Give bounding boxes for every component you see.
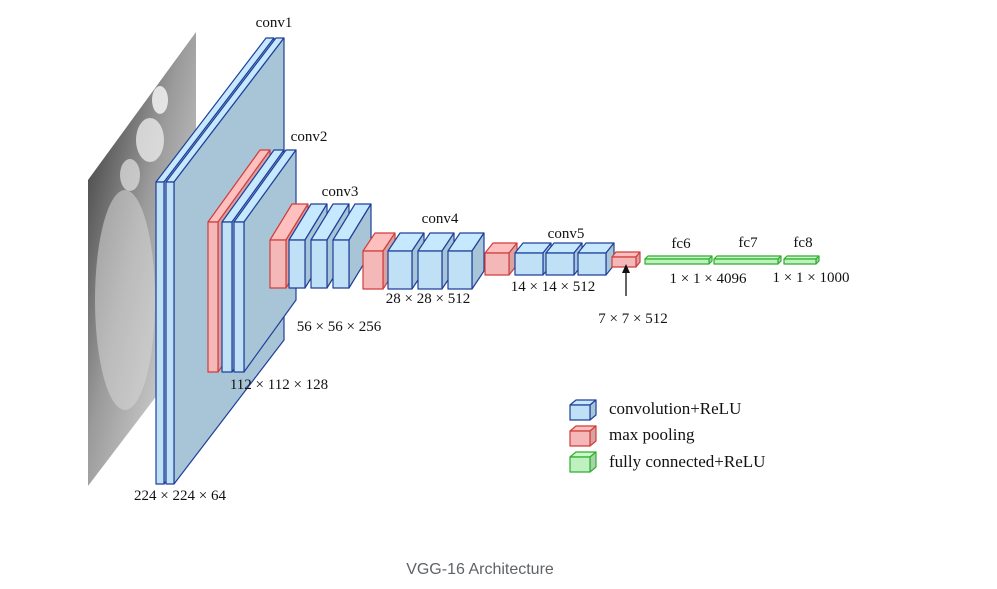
legend-item-conv: convolution+ReLU xyxy=(569,399,741,421)
legend-swatch-conv xyxy=(569,399,597,421)
label-conv4: conv4 xyxy=(422,211,459,227)
label-conv5: conv5 xyxy=(548,226,585,242)
dims-fc8: 1 × 1 × 1000 xyxy=(773,270,850,286)
label-fc7: fc7 xyxy=(738,235,758,251)
fc8-layer xyxy=(783,255,820,265)
label-conv1: conv1 xyxy=(256,15,293,31)
dims-fc6-fc7: 1 × 1 × 4096 xyxy=(670,271,747,287)
dims-conv2: 112 × 112 × 128 xyxy=(230,377,328,393)
dims-conv1: 224 × 224 × 64 xyxy=(134,488,226,504)
fc7-layer xyxy=(713,255,782,265)
pool4-layer xyxy=(484,242,518,276)
dims-pool5: 7 × 7 × 512 xyxy=(598,311,667,327)
fc6-layer xyxy=(644,255,713,265)
legend-label-conv: convolution+ReLU xyxy=(609,399,741,418)
dims-conv3: 56 × 56 × 256 xyxy=(297,319,382,335)
legend-swatch-pool xyxy=(569,425,597,447)
figure-caption: VGG-16 Architecture xyxy=(406,561,554,578)
conv3-layer-3 xyxy=(332,203,372,289)
conv4-layer-3 xyxy=(447,232,485,290)
conv5-layer-3 xyxy=(577,242,615,276)
label-conv3: conv3 xyxy=(322,184,359,200)
dims-conv5: 14 × 14 × 512 xyxy=(511,279,595,295)
label-fc6: fc6 xyxy=(671,236,691,252)
label-fc8: fc8 xyxy=(793,235,812,251)
conv5-layer-2 xyxy=(545,242,583,276)
dims-conv4: 28 × 28 × 512 xyxy=(386,291,470,307)
legend-swatch-conv-cube xyxy=(569,399,597,421)
legend-label-fc: fully connected+ReLU xyxy=(609,452,765,471)
legend-label-pool: max pooling xyxy=(609,425,695,444)
legend-swatch-fc-cube xyxy=(569,451,597,473)
legend-item-pool: max pooling xyxy=(569,425,695,447)
layer-blocks xyxy=(155,37,820,485)
stage-labels: conv1 conv2 conv3 conv4 conv5 fc6 fc7 fc… xyxy=(134,15,849,504)
legend-swatch-fc xyxy=(569,451,597,473)
legend-item-fc: fully connected+ReLU xyxy=(569,451,765,473)
pool5-layer xyxy=(611,251,641,268)
legend: convolution+ReLU max pooling fully conne… xyxy=(569,399,765,473)
legend-swatch-pool-cube xyxy=(569,425,597,447)
pool5-arrow xyxy=(622,264,630,296)
label-conv2: conv2 xyxy=(291,129,328,145)
